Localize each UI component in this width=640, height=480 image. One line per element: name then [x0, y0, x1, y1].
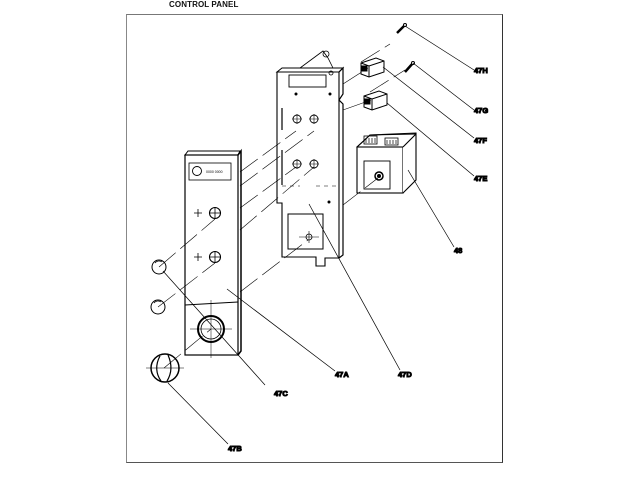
callout-47D: 47D	[398, 370, 412, 379]
leader-lines	[162, 25, 475, 445]
callout-47C: 47C	[274, 389, 288, 398]
panel-badge: 0000 0000	[206, 170, 223, 174]
indicator-light-icon	[192, 166, 202, 176]
callout-47F: 47F	[474, 136, 487, 145]
bracket-47D	[275, 50, 345, 267]
callout-47G: 47G	[474, 106, 488, 115]
switch-47F	[360, 57, 385, 78]
diagram-frame	[126, 14, 503, 463]
assembly-lines	[157, 43, 406, 369]
pin-47H	[396, 23, 407, 34]
diagram-title: CONTROL PANEL	[169, 0, 239, 9]
timer-48	[356, 132, 417, 194]
callout-47E: 47E	[474, 174, 487, 183]
callout-47A: 47A	[335, 370, 349, 379]
callout-48: 48	[454, 246, 462, 255]
switch-47E	[363, 90, 388, 111]
front-panel-47A: 0000 0000	[184, 148, 242, 358]
timer-dial-47B	[146, 353, 184, 383]
callout-47H: 47H	[474, 66, 488, 75]
callout-47B: 47B	[228, 444, 242, 453]
